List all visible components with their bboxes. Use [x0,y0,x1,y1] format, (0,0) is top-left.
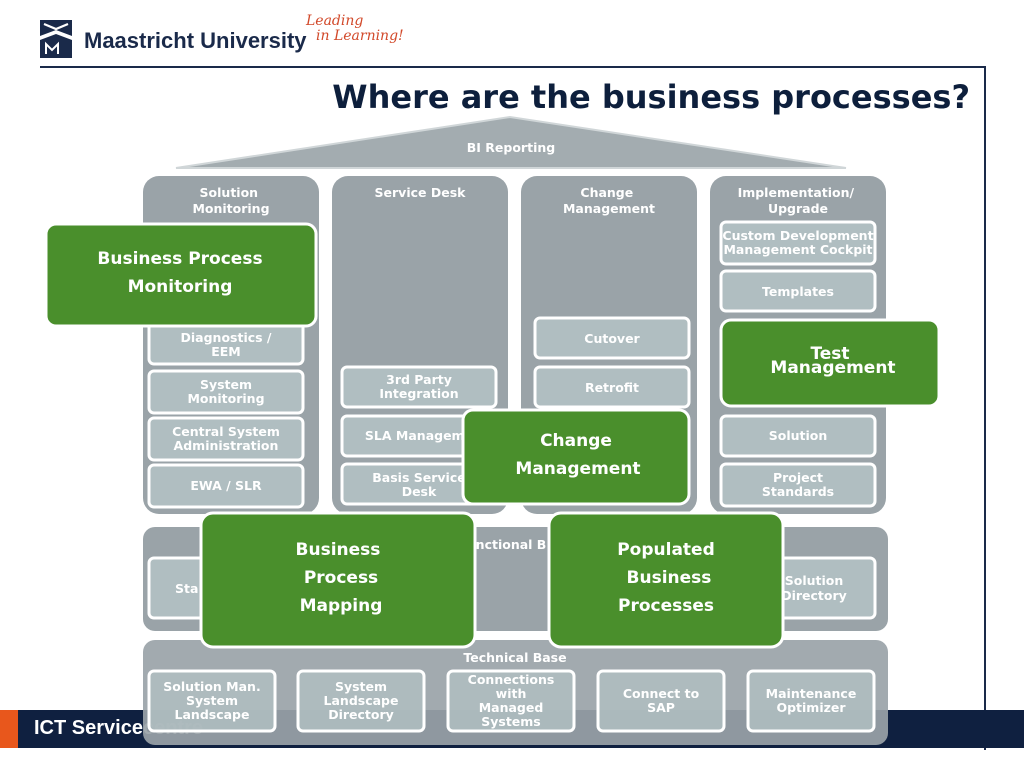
box-sla-management: SLA Manageme [340,414,498,458]
box-retrofit: Retrofit [533,365,691,409]
svg-text:Solution: Solution [769,428,828,443]
um-logo-icon [40,20,72,58]
functional-base-label: nctional B [476,537,547,552]
svg-text:Diagnostics /EEM: Diagnostics /EEM [181,330,272,359]
svg-text:EWA / SLR: EWA / SLR [190,478,262,493]
pillar-title-implementation-upgrade: Implementation/ Upgrade [738,185,859,216]
svg-text:Cutover: Cutover [584,331,640,346]
box-cutover: Cutover [533,316,691,360]
box-solution: Solution [719,414,877,458]
pillar-title-solution-monitoring: Solution Monitoring [192,185,269,216]
right-divider [984,66,986,750]
box-diagnostics: Diagnostics /EEM [147,320,305,366]
slogan: Leading in Learning! [306,14,406,44]
box-ewa-slr: EWA / SLR [147,463,305,509]
header-divider [40,66,986,68]
svg-text:Sta: Sta [175,581,198,596]
svg-text:SLA Manageme: SLA Manageme [365,428,473,443]
svg-text:Templates: Templates [762,284,834,299]
pillar-title-change-management: Change Management [563,185,655,216]
roof-label: BI Reporting [467,140,555,155]
page-title: Where are the business processes? [332,78,970,116]
slogan-line-2: in Learning! [316,28,404,44]
box-templates: Templates [719,269,877,313]
roof [175,115,847,169]
pillar-title-service-desk: Service Desk [375,185,467,200]
slogan-line-1: Leading [306,13,364,29]
footer-accent [0,710,18,748]
svg-text:Retrofit: Retrofit [585,380,639,395]
technical-base-label: Technical Base [463,650,566,665]
university-name: Maastricht University [84,28,307,53]
